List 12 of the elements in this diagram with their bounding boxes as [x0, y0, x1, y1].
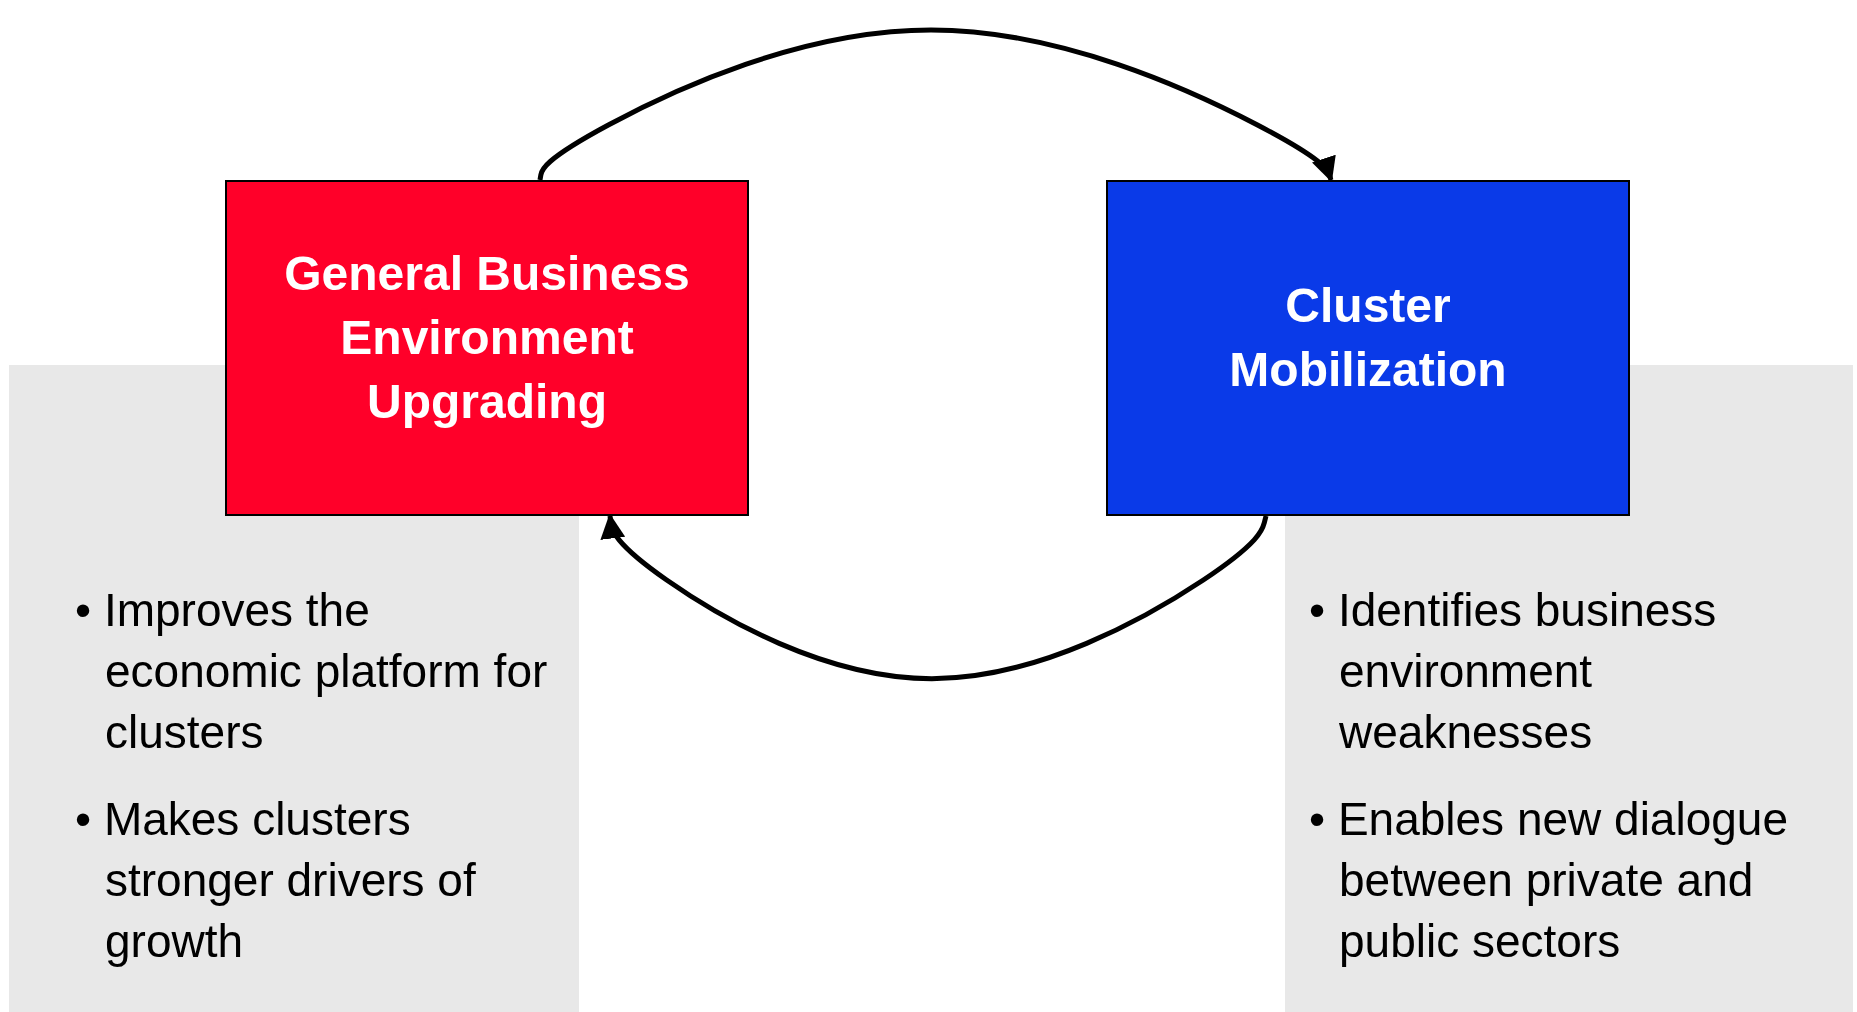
panel-background	[9, 516, 579, 1012]
box-title: Cluster Mobilization	[1228, 278, 1508, 398]
process-box	[1106, 180, 1630, 516]
bullet-text: • Improves the economic platform for clusters	[75, 583, 549, 760]
bullet-text: • Enables new dialogue between private and public sectors	[1309, 792, 1789, 969]
arrow	[600, 513, 1269, 682]
panel-background	[1285, 516, 1853, 1012]
process-box	[225, 180, 749, 516]
box-title: General Business Environment Upgrading	[283, 246, 691, 430]
bullet-text: • Identifies business environment weaknesses	[1309, 583, 1718, 760]
arrow	[537, 27, 1336, 183]
bullet-text: • Makes clusters stronger drivers of growth	[75, 792, 477, 969]
